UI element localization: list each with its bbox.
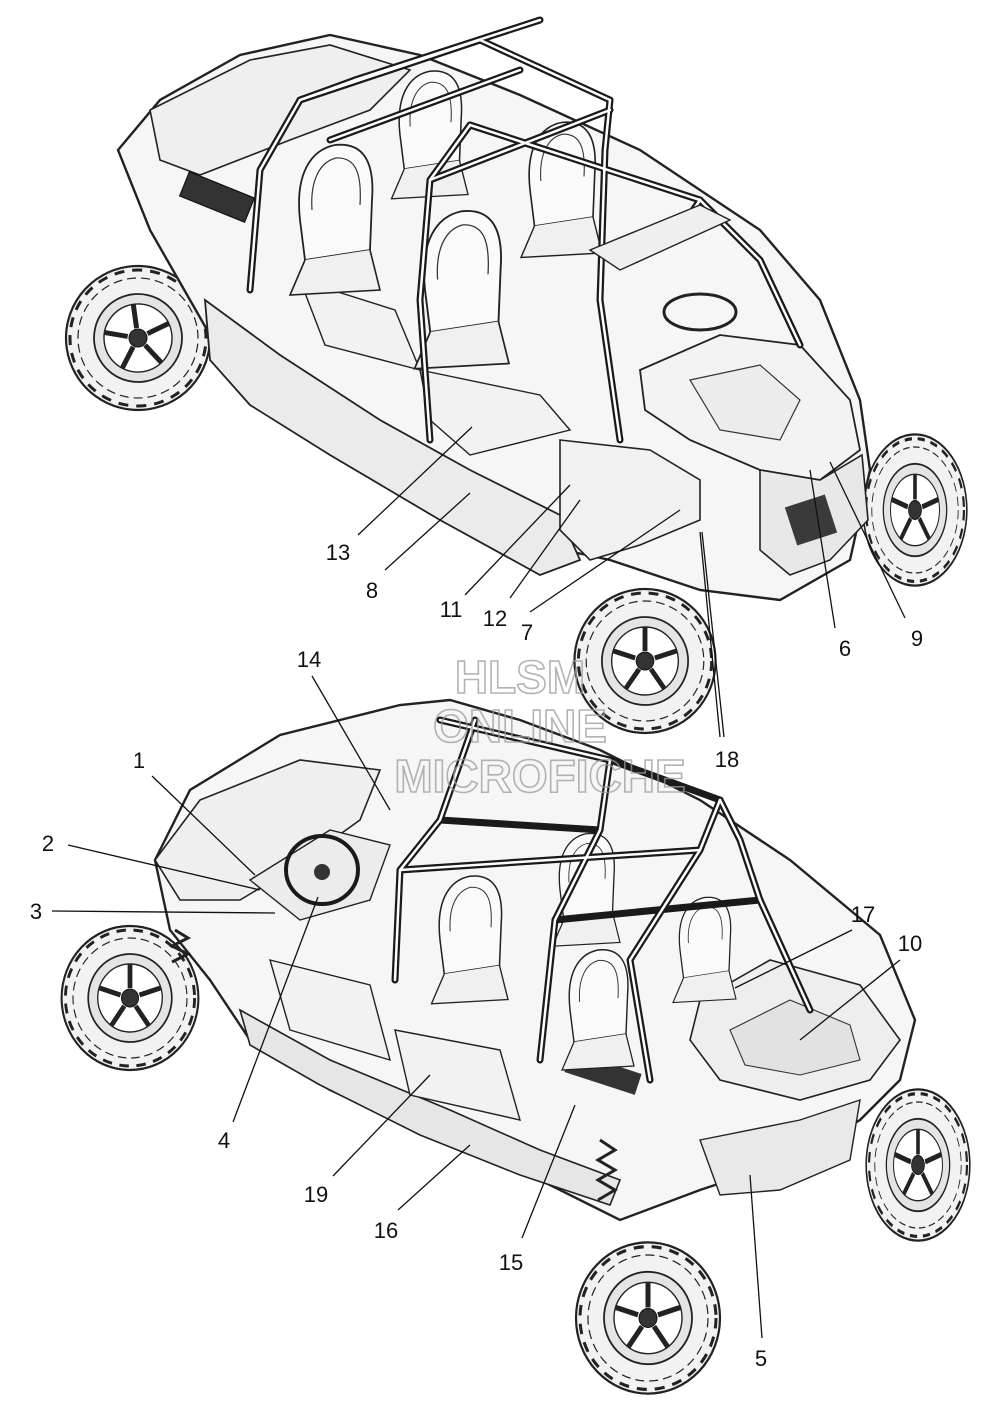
rear-fascia-lower [699,1098,861,1196]
callout-15: 15 [499,1250,523,1275]
rear-side-vent [178,171,256,223]
callout-13: 13 [326,540,350,565]
callout-5: 5 [755,1346,767,1371]
front-shock [168,928,192,964]
front-left-fender [559,439,701,561]
lower-side-panel [203,298,582,576]
watermark-line1: HLSM [455,651,585,703]
rear-cargo-bed [149,44,412,176]
roof-panel [588,204,732,271]
callout-10: 10 [898,931,922,956]
watermark: HLSM ONLINE MICROFICHE [394,650,687,803]
hood-scoop [689,364,801,441]
front-door-lower [268,959,391,1062]
rear-door-lower [394,1029,521,1121]
callout-8: 8 [366,578,378,603]
callout-18: 18 [715,747,739,772]
callout-19: 19 [304,1182,328,1207]
callout-4: 4 [218,1128,230,1153]
steering-wheel-lower [284,834,360,906]
right-rear-wheel-lower [866,1089,970,1240]
vehicle-rear-left-iso [57,16,967,733]
callout-7: 7 [521,620,533,645]
front-grille [784,494,838,546]
steering-wheel [662,292,738,332]
callout-labels: 13 8 11 12 7 6 9 18 14 1 2 3 4 19 16 15 … [30,540,923,1371]
callout-11: 11 [440,597,463,622]
callout-16: 16 [374,1218,398,1243]
rear-shock [595,1138,618,1202]
callout-17: 17 [851,902,875,927]
leader-lines [51,426,906,1339]
callout-12: 12 [483,606,507,631]
callout-6: 6 [839,636,851,661]
watermark-line3: MICROFICHE [394,750,685,802]
roll-cage-lower-highlight [393,718,812,1082]
front-hood-lower [154,759,382,901]
callout-9: 9 [911,626,923,651]
vehicle-front-left-iso [62,698,970,1394]
callout-14: 14 [297,647,321,672]
watermark-line2: ONLINE [433,700,607,752]
callout-1: 1 [133,748,145,773]
left-rear-wheel-lower [576,1242,720,1393]
callout-2: 2 [42,831,54,856]
steering-hub [314,864,330,880]
callout-3: 3 [30,899,42,924]
